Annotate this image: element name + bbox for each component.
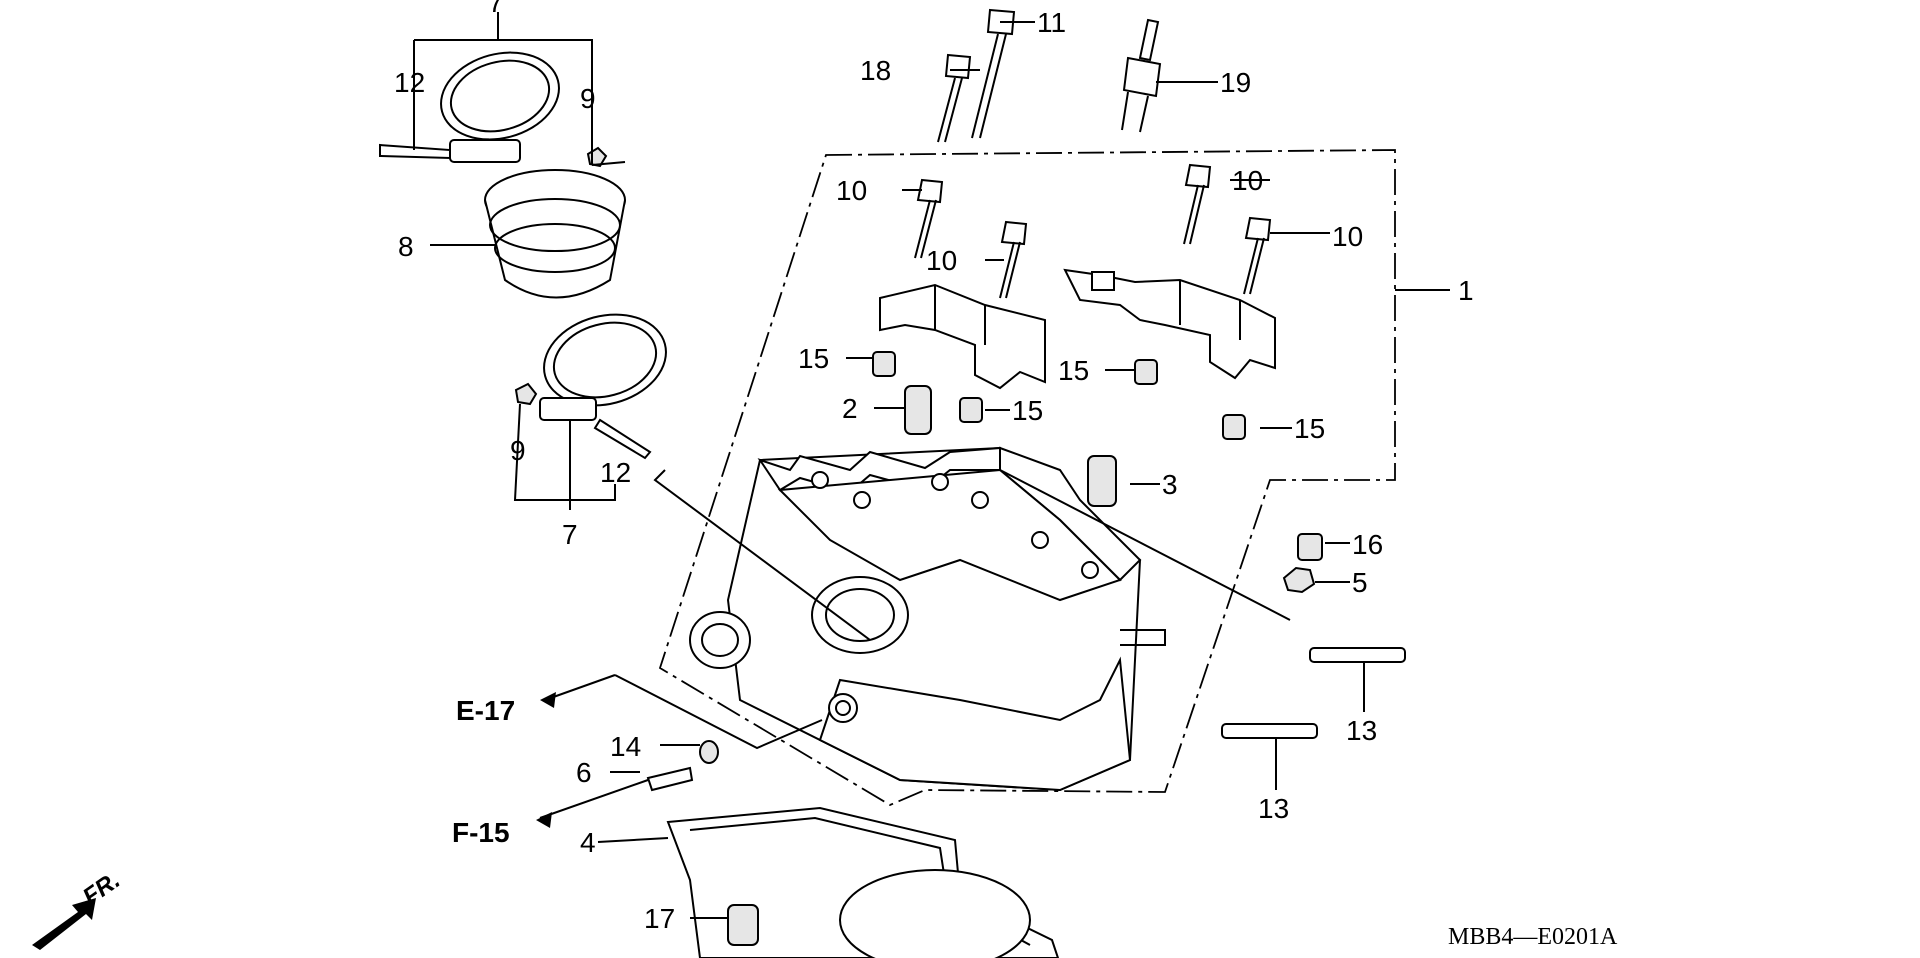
label-part-5: 5 xyxy=(1352,567,1368,598)
head-gasket xyxy=(666,806,1060,958)
reference-arrows xyxy=(536,692,556,828)
cylinder-head xyxy=(689,446,1166,792)
label-part-15-a: 15 xyxy=(798,343,829,374)
small-parts xyxy=(646,740,759,946)
label-part-3: 3 xyxy=(1162,469,1178,500)
label-part-17: 17 xyxy=(644,903,675,934)
assembly-outline-1 xyxy=(658,149,1396,807)
spark-plug xyxy=(1121,18,1162,133)
label-part-18: 18 xyxy=(860,55,891,86)
insulator xyxy=(484,169,626,299)
label-part-4: 4 xyxy=(580,827,596,858)
label-part-12-lower: 12 xyxy=(600,457,631,488)
cam-holder-left xyxy=(879,283,1046,390)
clamp-upper xyxy=(379,51,608,168)
label-part-2: 2 xyxy=(842,393,858,424)
cam-holder-right xyxy=(1063,268,1276,380)
label-part-8: 8 xyxy=(398,231,414,262)
label-part-9-lower: 9 xyxy=(510,435,526,466)
label-part-12-upper: 12 xyxy=(394,67,425,98)
reference-e17[interactable]: E-17 xyxy=(456,695,515,726)
label-part-6: 6 xyxy=(576,757,592,788)
label-part-7-lower: 7 xyxy=(562,519,578,550)
label-part-15-c: 15 xyxy=(1058,355,1089,386)
label-part-7-upper: 7 xyxy=(488,0,504,18)
label-part-13-lower: 13 xyxy=(1258,793,1289,824)
leader-lines xyxy=(413,12,1450,919)
label-part-19: 19 xyxy=(1220,67,1251,98)
label-part-10-d: 10 xyxy=(1332,221,1363,252)
label-part-10-c: 10 xyxy=(1232,165,1263,196)
label-part-1: 1 xyxy=(1458,275,1474,306)
label-part-10-b: 10 xyxy=(926,245,957,276)
label-part-14: 14 xyxy=(610,731,641,762)
label-part-16: 16 xyxy=(1352,529,1383,560)
label-part-9-upper: 9 xyxy=(580,83,596,114)
clamp-lower xyxy=(514,313,667,460)
flange-bolts xyxy=(914,163,1272,299)
front-direction-arrow-icon xyxy=(32,898,96,950)
studs xyxy=(1221,647,1406,739)
dowel-pins xyxy=(872,351,1323,594)
label-part-10-a: 10 xyxy=(836,175,867,206)
label-part-13-upper: 13 xyxy=(1346,715,1377,746)
label-part-15-b: 15 xyxy=(1012,395,1043,426)
reference-f15[interactable]: F-15 xyxy=(452,817,510,848)
diagram-code: MBB4—E0201A xyxy=(1448,924,1618,950)
label-part-15-d: 15 xyxy=(1294,413,1325,444)
long-bolts xyxy=(937,8,1016,143)
label-part-11: 11 xyxy=(1037,7,1066,38)
